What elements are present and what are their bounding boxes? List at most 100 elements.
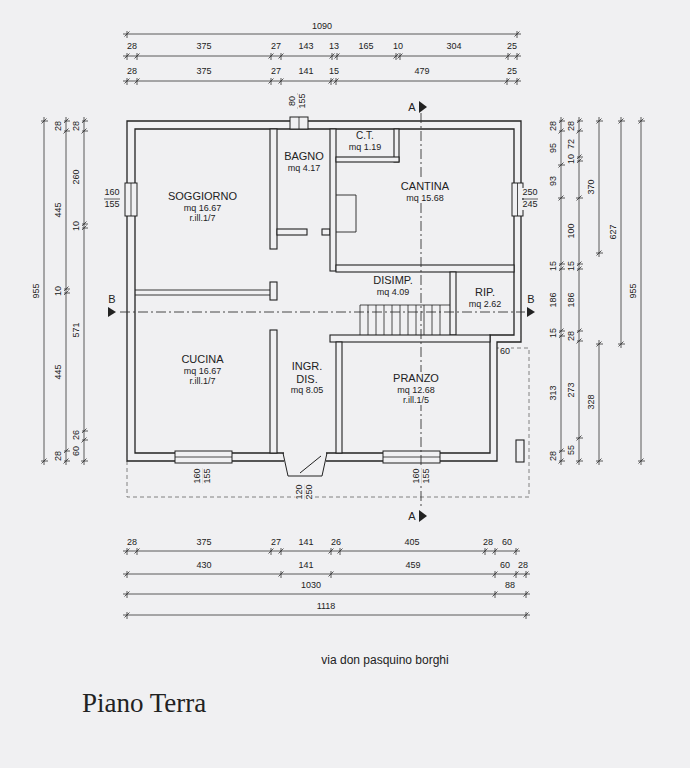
- dimension-value: 60: [72, 445, 82, 457]
- dimension-line: [561, 117, 562, 465]
- section-line: [421, 113, 422, 508]
- dimension-extension: [526, 591, 527, 598]
- inner-wall: [322, 229, 330, 235]
- dimension-extension: [576, 331, 583, 332]
- dimension-value: 245: [521, 200, 538, 210]
- dimension-value: 15: [567, 260, 577, 272]
- room-area: DISIMP.mq 4.09: [336, 274, 450, 297]
- dimension-line: [123, 574, 530, 575]
- room-name: CUCINA: [180, 353, 224, 366]
- dimension-value: 155: [422, 467, 432, 484]
- dimension-value: 260: [72, 168, 82, 185]
- dimension-value: 55: [567, 444, 577, 456]
- outer-wall: [127, 121, 521, 461]
- dimension-extension: [137, 548, 138, 555]
- dimension-extension: [576, 198, 583, 199]
- room-area: RIP.mq 2.62: [456, 286, 514, 309]
- dimension-extension: [576, 341, 583, 342]
- section-arrow: [419, 101, 427, 113]
- room-name: CANTINA: [400, 180, 450, 193]
- dimension-value: 27: [270, 67, 282, 77]
- room-name: PRANZO: [392, 372, 440, 385]
- dimension-value: 160: [193, 467, 203, 484]
- dimension-value: 28: [517, 561, 529, 571]
- dimension-value: 375: [195, 538, 212, 548]
- dimension-value: 250: [521, 188, 538, 198]
- section-mark: B: [526, 293, 535, 305]
- fraction-bar: [104, 93, 538, 500]
- dimension-value: 304: [445, 42, 462, 52]
- dimension-extension: [41, 121, 48, 122]
- dimension-extension: [400, 53, 401, 60]
- room-name: C.T.: [355, 130, 375, 142]
- dimension-extension: [81, 131, 88, 132]
- dimension-extension: [576, 161, 583, 162]
- dimension-value: 10: [54, 285, 64, 297]
- dimension-extension: [526, 612, 527, 619]
- dimension-extension: [281, 78, 282, 85]
- room-area-value: mq 16.67: [183, 203, 223, 213]
- dimension-extension: [337, 53, 338, 60]
- dimension-value: 445: [54, 201, 64, 218]
- dimension-extension: [558, 131, 565, 132]
- dimension-value: 93: [549, 175, 559, 187]
- dimension-line: [641, 117, 642, 465]
- lighting-ratio: r.ill.1/5: [402, 395, 430, 405]
- section-arrow: [108, 307, 116, 317]
- dimension-extension: [63, 121, 70, 122]
- room-area: CUCINAmq 16.67r.ill.1/7: [135, 353, 270, 386]
- dimension-value: 60: [499, 347, 511, 357]
- dimension-extension: [331, 78, 332, 85]
- dimension-extension: [331, 548, 332, 555]
- dimension-extension: [127, 612, 128, 619]
- room-name: BAGNO: [283, 150, 325, 163]
- dimension-extension: [485, 548, 486, 555]
- dimension-extension: [63, 289, 70, 290]
- dimension-extension: [618, 344, 625, 345]
- dimension-extension: [63, 131, 70, 132]
- dimension-value: 155: [103, 200, 120, 210]
- lighting-ratio: r.ill.1/7: [188, 213, 216, 223]
- dimension-value: 405: [403, 538, 420, 548]
- dimension-extension: [271, 548, 272, 555]
- dimension-value: 28: [72, 120, 82, 132]
- dimension-extension: [332, 53, 333, 60]
- dimension-value: 375: [195, 67, 212, 77]
- dimension-value: 15: [328, 67, 340, 77]
- dimension-value: 313: [549, 384, 559, 401]
- dimension-extension: [596, 461, 603, 462]
- dimension-extension: [127, 31, 128, 38]
- dimension-line: [579, 117, 580, 465]
- dimension-value: 10: [567, 153, 577, 165]
- dimension-extension: [558, 269, 565, 270]
- dimension-value: 26: [72, 429, 82, 441]
- room-area-value: mq 4.09: [376, 287, 411, 297]
- dimension-value: 955: [629, 282, 639, 299]
- dimension-value: 28: [126, 67, 138, 77]
- dimension-value: 28: [549, 450, 559, 462]
- dimension-extension: [558, 336, 565, 337]
- dimension-value: 186: [549, 291, 559, 308]
- dimension-extension: [558, 451, 565, 452]
- window-pane: [131, 117, 518, 457]
- inner-wall: [277, 229, 307, 235]
- dimension-line: [123, 594, 530, 595]
- dimension-extension: [63, 451, 70, 452]
- dimension-extension: [576, 157, 583, 158]
- room-area-value: mq 16.67: [183, 366, 223, 376]
- room-name: INGR. DIS.: [287, 360, 327, 385]
- pillar: [516, 440, 524, 462]
- dimension-value: 25: [506, 67, 518, 77]
- dimension-extension: [508, 53, 509, 60]
- partition-line: [135, 290, 270, 295]
- section-mark: A: [407, 510, 416, 522]
- dimension-extension: [516, 571, 517, 578]
- entrance-door: [283, 453, 327, 476]
- dimension-extension: [271, 78, 272, 85]
- dimension-extension: [331, 571, 332, 578]
- dimension-extension: [558, 165, 565, 166]
- room-area: BAGNOmq 4.17: [278, 150, 330, 173]
- lighting-ratio: r.ill.1/7: [188, 376, 216, 386]
- dimension-extension: [638, 121, 645, 122]
